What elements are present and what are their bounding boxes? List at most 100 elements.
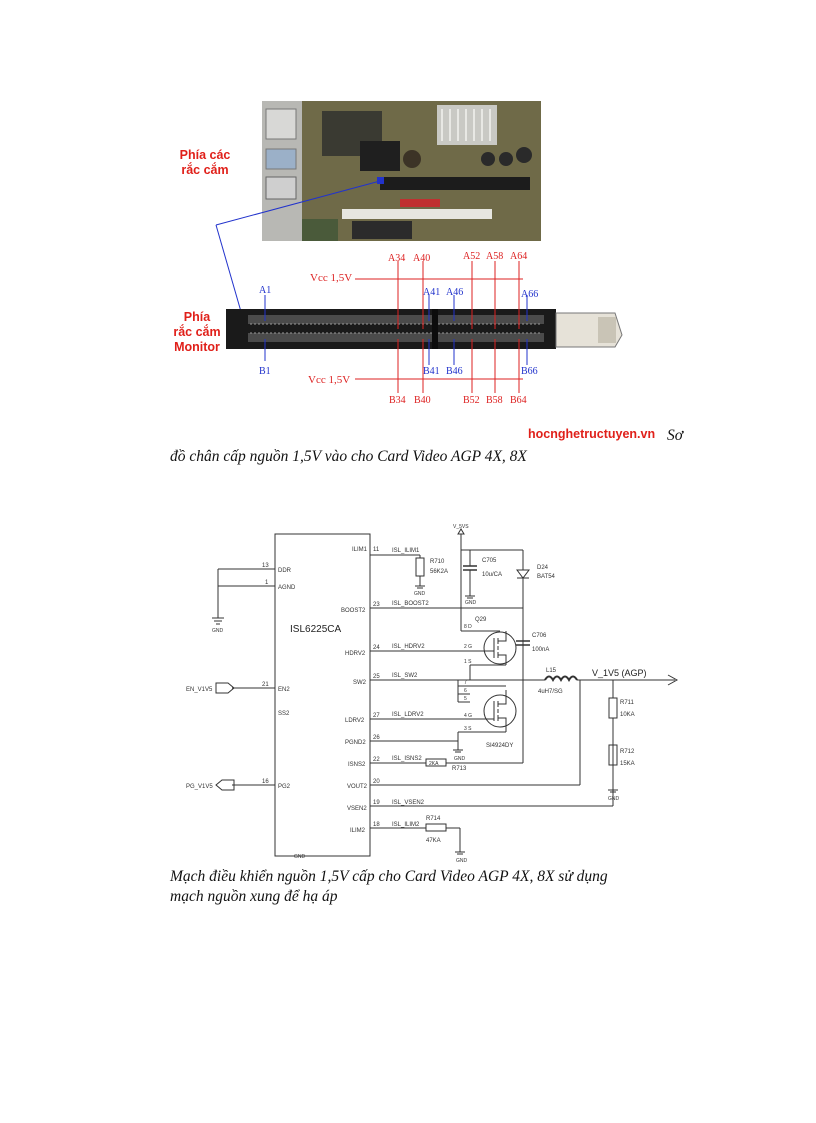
caption-1-tail: Sơ <box>667 427 684 444</box>
pin-vsen2: VSEN2 <box>347 806 367 812</box>
pin-11-num: 11 <box>373 547 380 553</box>
pin-a40: A40 <box>413 253 430 264</box>
r714-resistor <box>425 823 447 832</box>
d24-value: BAT54 <box>537 574 556 580</box>
pg-port <box>215 779 235 791</box>
r711-label: R711 <box>620 700 635 706</box>
net-isl-vsen2: ISL_VSEN2 <box>392 800 425 806</box>
pin-b34: B34 <box>389 395 406 406</box>
pin-25-num: 25 <box>373 674 380 680</box>
pin-a66: A66 <box>521 289 538 300</box>
agp-slot-diagram: Vcc 1,5V Vcc 1,5V A34 A40 A52 A58 A64 A1… <box>215 177 623 406</box>
motherboard-photo <box>262 101 541 241</box>
l15-label: L15 <box>546 668 557 674</box>
pin-pgnd2: PGND2 <box>345 740 366 746</box>
q-pin-6: 6 <box>464 688 467 694</box>
pin-b46: B46 <box>446 366 463 377</box>
en-signal-label: EN_V1V5 <box>186 687 213 693</box>
pin-18-num: 18 <box>373 822 380 828</box>
pin-16-num: 16 <box>262 779 269 785</box>
pin-boost2: BOOST2 <box>341 608 366 614</box>
chip-box <box>274 533 371 857</box>
q-pin-1s: 1 S <box>464 659 472 665</box>
r713-label: R713 <box>452 766 467 772</box>
q-pin-5: 5 <box>464 696 467 702</box>
pin-b66: B66 <box>521 366 538 377</box>
pin-ss2: SS2 <box>278 711 290 717</box>
pin-20-num: 20 <box>373 779 380 785</box>
gnd-c705: GND <box>465 600 477 606</box>
pin-a41: A41 <box>423 287 440 298</box>
r710-label: R710 <box>430 559 445 565</box>
pin-21-num: 21 <box>262 682 269 688</box>
watermark: hocnghetructuyen.vn <box>528 427 656 441</box>
vcc-top-label: Vcc 1,5V <box>310 272 352 284</box>
pin-b1: B1 <box>259 366 271 377</box>
l15-value: 4uH7/SG <box>538 689 563 695</box>
gnd-r712: GND <box>608 796 620 802</box>
pin-b52: B52 <box>463 395 480 406</box>
gnd-r710: GND <box>414 591 426 597</box>
pin-24-num: 24 <box>373 645 380 651</box>
pin-19-num: 19 <box>373 800 380 806</box>
gnd-chip: GND <box>294 854 306 860</box>
gnd-mosfet: GND <box>454 756 466 762</box>
isl6225-schematic: ISL6225CA GND 13 DDR 1 AGND 21 EN2 SS2 1… <box>186 524 679 864</box>
r713-resistor <box>425 758 447 767</box>
pin-22-num: 22 <box>373 757 380 763</box>
agp-pinout-figure: Phía các rắc cắm Phía rắc cắm Monitor <box>170 95 660 415</box>
pin-a34: A34 <box>388 253 405 264</box>
pin-agnd: AGND <box>278 585 296 591</box>
pin-b41: B41 <box>423 366 440 377</box>
pin-23-num: 23 <box>373 602 380 608</box>
chip-name: ISL6225CA <box>290 624 341 635</box>
r712-label: R712 <box>620 749 635 755</box>
r710-value: 56K2A <box>430 569 448 575</box>
monitor-side-label: Phía rắc cắm Monitor <box>173 310 221 354</box>
en-port <box>215 682 235 694</box>
r710-resistor <box>415 557 425 577</box>
r712-value: 15KA <box>620 761 635 767</box>
pin-a46: A46 <box>446 287 463 298</box>
net-isl-sw2: ISL_SW2 <box>392 673 418 679</box>
q29-lower-mosfet <box>483 694 517 728</box>
photo-marker <box>377 177 384 184</box>
pin-hdrv2: HDRV2 <box>345 651 366 657</box>
r711-resistor <box>608 697 618 719</box>
output-label: V_1V5 (AGP) <box>592 668 647 678</box>
output-arrow <box>667 674 679 686</box>
q29-upper-mosfet <box>483 631 517 665</box>
slot-side-label: Phía các rắc cắm <box>179 148 231 177</box>
q-pin-3s: 3 S <box>464 726 472 732</box>
pin-a52: A52 <box>463 251 480 262</box>
pin-27-num: 27 <box>373 713 380 719</box>
c705-value: 10u/CA <box>482 572 502 578</box>
q-pin-7: 7 <box>464 680 467 686</box>
pg-signal-label: PG_V1V5 <box>186 784 213 790</box>
vcc-bottom-label: Vcc 1,5V <box>308 374 350 386</box>
gnd-r714: GND <box>456 858 468 864</box>
d24-diode <box>516 569 530 579</box>
r714-label: R714 <box>426 816 441 822</box>
pin-b58: B58 <box>486 395 503 406</box>
q-pin-8d: 8 D <box>464 624 472 630</box>
caption-2: Mạch điều khiển nguồn 1,5V cấp cho Card … <box>170 867 608 907</box>
net-isl-ldrv2: ISL_LDRV2 <box>392 712 424 718</box>
net-isl-hdrv2: ISL_HDRV2 <box>392 644 425 650</box>
d24-label: D24 <box>537 565 549 571</box>
pin-a58: A58 <box>486 251 503 262</box>
pin-ddr: DDR <box>278 568 292 574</box>
net-isl-boost2: ISL_BOOST2 <box>392 601 429 607</box>
pin-a1: A1 <box>259 285 271 296</box>
c706-label: C706 <box>532 633 547 639</box>
caption-2-line-2: mạch nguồn xung để hạ áp <box>170 888 338 905</box>
mosfet-part-label: SI4924DY <box>486 743 513 749</box>
caption-2-line-1: Mạch điều khiển nguồn 1,5V cấp cho Card … <box>170 868 608 885</box>
net-isl-ilim2: ISL_ILIM2 <box>392 822 420 828</box>
c706-value: 100nA <box>532 647 549 653</box>
pin-ldrv2: LDRV2 <box>345 718 365 724</box>
pin-sw2: SW2 <box>353 680 367 686</box>
pin-ilim2: ILIM2 <box>350 828 366 834</box>
pin-a64: A64 <box>510 251 527 262</box>
caption-1: đồ chân cấp nguồn 1,5V vào cho Card Vide… <box>170 448 527 465</box>
